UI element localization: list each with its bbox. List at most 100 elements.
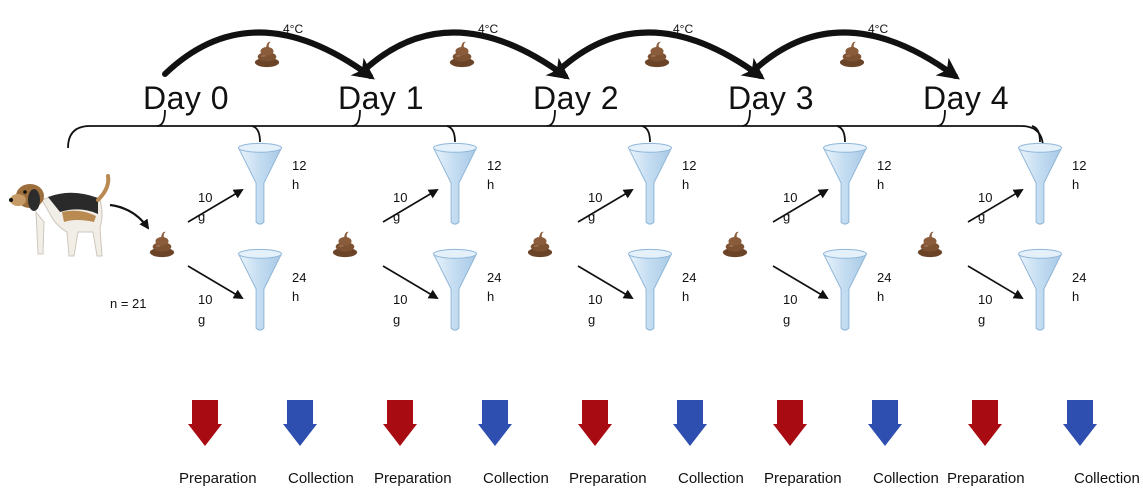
funnel-icon [822,248,868,331]
sample-mass-value: 10 [588,292,603,307]
sample-mass-unit: g [393,209,401,224]
sample-arrows [187,188,1024,300]
brace-tick [251,125,261,143]
timepoint-unit: h [877,289,885,304]
preparation-label: Preparation [764,470,842,487]
sample-mass-unit: g [198,312,206,327]
sample-mass-unit: g [978,312,986,327]
timepoint-value: 24 [1072,270,1087,285]
timeline-brace [67,109,1044,149]
sample-mass-value: 10 [783,190,798,205]
sample-arrow-lower [772,265,829,300]
timepoint-unit: h [1072,177,1080,192]
brace-peak [156,109,166,127]
sample-arrow-upper [772,188,829,223]
timepoint-value: 24 [877,270,892,285]
funnel-icon [1017,142,1063,225]
timepoint-unit: h [877,177,885,192]
collection-arrow [673,400,707,446]
collection-label: Collection [483,470,549,487]
day-label: Day 2 [533,80,620,116]
collection-arrow [1063,400,1097,446]
funnel-icon [237,248,283,331]
collection-arrow [868,400,902,446]
timepoint-value: 24 [292,270,307,285]
timepoint-value: 12 [292,158,307,173]
brace-tick [1031,125,1041,143]
sample-mass-value: 10 [783,292,798,307]
day-label: Day 3 [728,80,815,116]
sample-arrow-upper [967,188,1024,223]
preparation-label: Preparation [947,470,1025,487]
sample-arrow-upper [577,188,634,223]
storage-curve-arrow [552,29,765,80]
collection-label: Collection [678,470,744,487]
sample-mass-value: 10 [198,190,213,205]
preparation-label: Preparation [569,470,647,487]
timepoint-value: 12 [877,158,892,173]
funnels [237,142,1063,331]
brace-peak [936,109,946,127]
dog-illustration [9,174,111,257]
timepoint-value: 12 [487,158,502,173]
brace-tick [836,125,846,143]
collection-label: Collection [873,470,939,487]
sample-arrow-lower [577,265,634,300]
storage-curve-arrow [357,29,570,80]
brace-tick [641,125,651,143]
defecation-arrow [109,203,150,230]
brace-peak [741,109,751,127]
timepoint-unit: h [292,177,300,192]
daily-feces-icon [527,231,553,258]
day-label: Day 0 [143,80,230,116]
step-arrows [188,400,1097,446]
sample-mass-unit: g [588,312,596,327]
timepoint-unit: h [1072,289,1080,304]
preparation-arrow [188,400,222,446]
brace-peak [351,109,361,127]
collection-label: Collection [288,470,354,487]
collection-arrow [283,400,317,446]
sample-arrow-lower [967,265,1024,300]
sample-mass-unit: g [198,209,206,224]
stored-feces-icon [254,41,280,68]
storage-temperature: 4°C [673,22,694,36]
sample-arrow-lower [382,265,439,300]
funnel-icon [1017,248,1063,331]
timepoint-unit: h [682,289,690,304]
sample-mass-value: 10 [198,292,213,307]
preparation-label: Preparation [374,470,452,487]
daily-feces-icon [332,231,358,258]
funnel-icon [627,142,673,225]
brace-line [67,125,1044,149]
day-label: Day 1 [338,80,425,116]
storage-curve-arrow [162,29,375,80]
day-label: Day 4 [923,80,1010,116]
collection-label: Collection [1074,470,1140,487]
sample-mass-value: 10 [393,190,408,205]
feces-icon [149,231,175,258]
sample-mass-value: 10 [588,190,603,205]
funnel-icon [822,142,868,225]
sample-mass-unit: g [393,312,401,327]
stored-feces-icon [839,41,865,68]
sample-mass-value: 10 [393,292,408,307]
sample-mass-value: 10 [978,190,993,205]
preparation-label: Preparation [179,470,257,487]
stored-feces-icon [449,41,475,68]
storage-arrows [162,29,960,80]
storage-temperature: 4°C [478,22,499,36]
timepoint-unit: h [487,177,495,192]
funnel-icon [432,142,478,225]
funnel-icon [627,248,673,331]
timepoint-unit: h [292,289,300,304]
sample-count: n = 21 [110,296,147,311]
collection-arrow [478,400,512,446]
preparation-arrow [383,400,417,446]
sample-mass-unit: g [978,209,986,224]
sample-mass-unit: g [783,312,791,327]
sample-arrow-lower [187,265,244,300]
timepoint-value: 12 [682,158,697,173]
